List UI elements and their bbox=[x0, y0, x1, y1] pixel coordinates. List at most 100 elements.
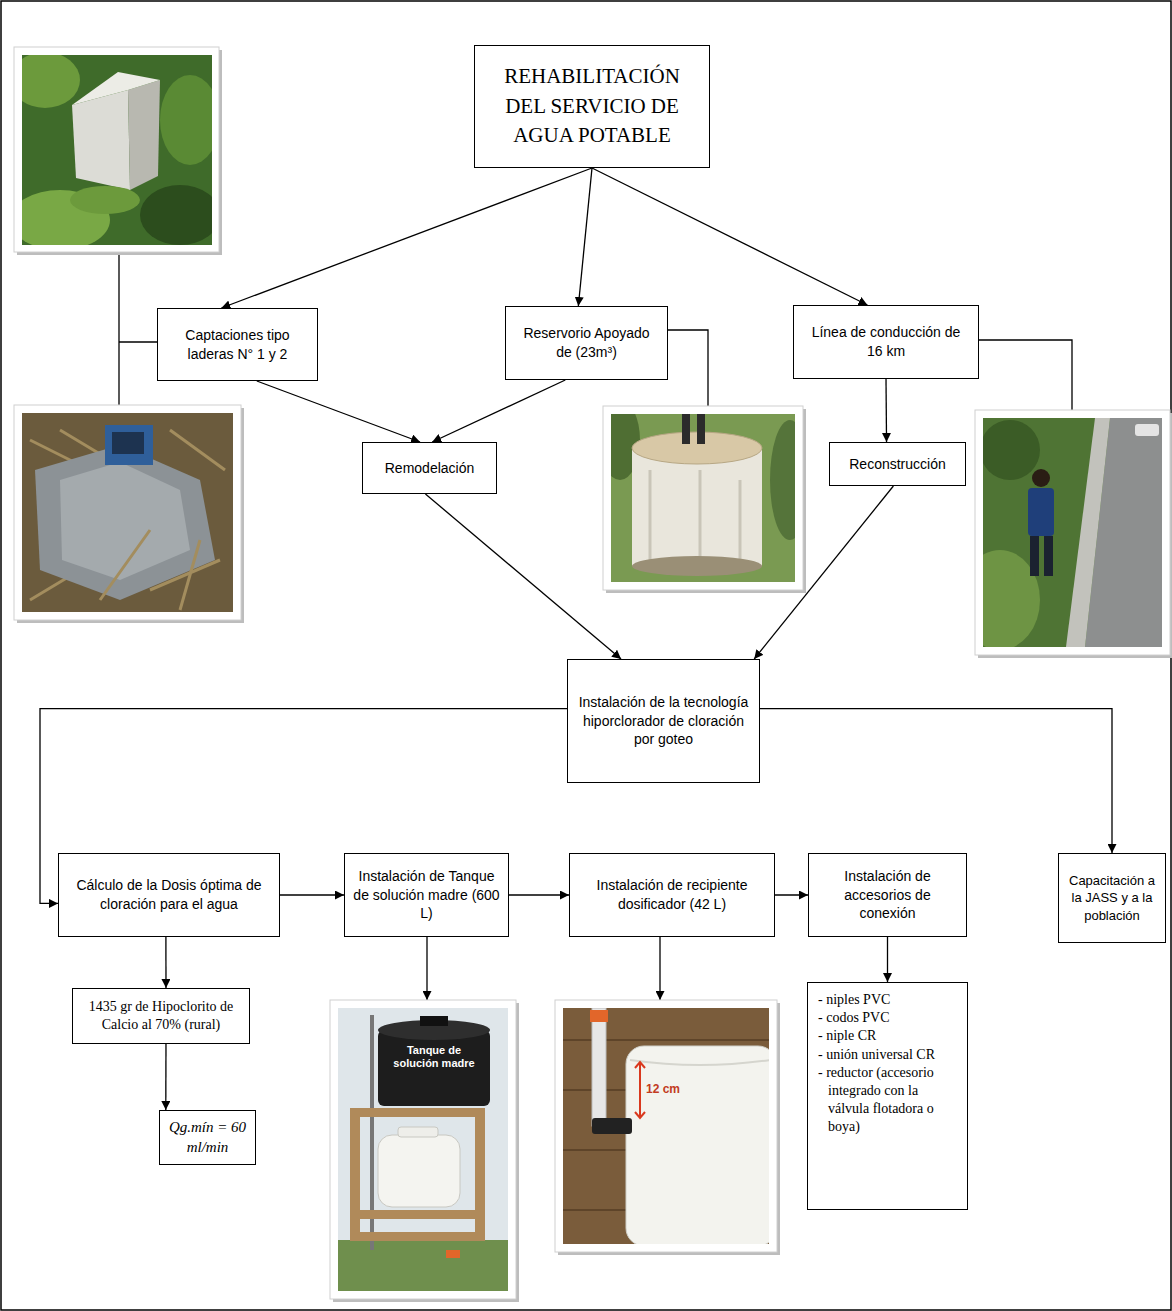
photo-frame bbox=[555, 1000, 777, 1252]
action-box: Remodelación bbox=[362, 442, 497, 494]
leaves bbox=[983, 420, 1040, 480]
flow-arrow bbox=[280, 894, 344, 895]
photo-shadow bbox=[558, 1003, 780, 1255]
node-text: Línea de conducción de 16 km bbox=[802, 323, 970, 361]
step-box: Instalación de Tanque de solución madre … bbox=[344, 853, 509, 937]
leader-line bbox=[668, 330, 708, 406]
title-box: REHABILITACIÓN DEL SERVICIO DE AGUA POTA… bbox=[474, 45, 710, 168]
person-leg bbox=[1044, 536, 1053, 576]
sky bbox=[338, 1008, 508, 1291]
straw bbox=[100, 530, 200, 610]
node-text: Captaciones tipo laderas N° 1 y 2 bbox=[166, 326, 309, 364]
valve-box bbox=[112, 432, 144, 454]
flow-arrow bbox=[578, 168, 592, 306]
flow-arrow bbox=[509, 894, 569, 895]
pallets bbox=[350, 1108, 485, 1241]
result-box: 1435 gr de Hipoclorito de Calcio al 70% … bbox=[72, 988, 250, 1044]
flow-arrow bbox=[165, 937, 166, 988]
person-leg bbox=[697, 414, 705, 444]
leader-line bbox=[119, 341, 157, 342]
flow-arrow bbox=[754, 486, 893, 659]
pallet bbox=[350, 1210, 485, 1219]
node-text: Reservorio Apoyado de (23m³) bbox=[514, 324, 659, 362]
node-text: REHABILITACIÓN DEL SERVICIO DE AGUA POTA… bbox=[485, 62, 699, 150]
photo-reservorio bbox=[600, 400, 810, 593]
photo-shadow bbox=[17, 408, 244, 623]
container-cap bbox=[398, 1127, 438, 1137]
pipe bbox=[592, 1008, 606, 1126]
step-box: Instalación de recipiente dosificador (4… bbox=[569, 853, 775, 937]
node-text: Capacitación a la JASS y a la población bbox=[1063, 872, 1161, 925]
leaves bbox=[140, 185, 212, 245]
reservoir-body bbox=[632, 448, 762, 566]
node-text: Instalación de accesorios de conexión bbox=[817, 867, 958, 924]
concrete-block bbox=[128, 80, 160, 190]
formula-box: Qg.mín = 60 ml/min bbox=[159, 1110, 256, 1165]
dimension-label: 12 cm bbox=[646, 1082, 706, 1096]
dry-grass bbox=[22, 413, 233, 612]
leader-line bbox=[118, 252, 119, 405]
step-box: Instalación de accesorios de conexión bbox=[808, 853, 967, 937]
flow-arrow bbox=[760, 709, 1112, 853]
valve bbox=[590, 1010, 608, 1022]
step-box: Capacitación a la JASS y a la población bbox=[1058, 853, 1166, 943]
concrete-block bbox=[72, 90, 130, 190]
person-body bbox=[1028, 488, 1054, 536]
list-box: - niples PVC- codos PVC- niple CR- unión… bbox=[807, 982, 968, 1210]
flow-arrow bbox=[221, 168, 592, 308]
person-head bbox=[1032, 469, 1050, 487]
node-text: Remodelación bbox=[371, 459, 488, 478]
photo-frame bbox=[330, 1000, 516, 1299]
node-text: 1435 gr de Hipoclorito de Calcio al 70% … bbox=[81, 998, 241, 1034]
photo-captacion-2 bbox=[14, 405, 244, 623]
container-rim bbox=[630, 1060, 769, 1065]
photo-tanque bbox=[330, 1000, 519, 1302]
node-text: Reconstrucción bbox=[838, 455, 957, 474]
photo-label: Tanque de solución madre bbox=[384, 1044, 484, 1069]
tank-lid bbox=[420, 1016, 448, 1026]
photo-shadow bbox=[333, 1003, 519, 1302]
flow-arrow bbox=[592, 168, 867, 305]
process-box: Reservorio Apoyado de (23m³) bbox=[505, 306, 668, 380]
container-body bbox=[626, 1046, 769, 1244]
leaves bbox=[22, 55, 80, 108]
person-leg bbox=[1030, 536, 1039, 576]
flow-arrow bbox=[885, 379, 887, 442]
photo-arrow bbox=[426, 937, 427, 1000]
process-box: Línea de conducción de 16 km bbox=[793, 305, 979, 379]
concrete-slab bbox=[60, 462, 190, 580]
process-box: Captaciones tipo laderas N° 1 y 2 bbox=[157, 308, 318, 381]
leaves bbox=[70, 186, 140, 214]
reservoir-base bbox=[632, 556, 762, 576]
tank bbox=[378, 1030, 490, 1106]
dimension-line bbox=[635, 1062, 645, 1118]
photo-linea-conduccion bbox=[960, 410, 1172, 658]
leaves bbox=[160, 75, 212, 165]
node-text: - niples PVC bbox=[818, 991, 957, 1009]
node-text: Cálculo de la Dosis óptima de cloración … bbox=[67, 876, 271, 914]
leader-line bbox=[979, 340, 1072, 410]
node-text: - reductor (accesorio integrado con la v… bbox=[818, 1064, 957, 1137]
bush bbox=[770, 420, 795, 540]
photo-arrow bbox=[659, 937, 660, 1000]
flow-arrow bbox=[257, 381, 420, 442]
pallet bbox=[350, 1108, 485, 1117]
flow-arrow bbox=[432, 380, 565, 442]
node-text: - codos PVC bbox=[818, 1009, 957, 1027]
flow-arrow bbox=[425, 494, 621, 659]
pallet bbox=[350, 1117, 360, 1241]
photo-recipiente bbox=[555, 1000, 780, 1255]
curb bbox=[1066, 418, 1110, 647]
concrete-block bbox=[72, 72, 160, 105]
valve-box bbox=[105, 425, 153, 465]
node-text: - unión universal CR bbox=[818, 1046, 957, 1064]
grass bbox=[338, 1240, 508, 1291]
node-text: - niple CR bbox=[818, 1027, 957, 1045]
node-text: Instalación de la tecnología hiporclorad… bbox=[576, 693, 751, 750]
elbow-fitting bbox=[592, 1118, 632, 1134]
valve bbox=[446, 1250, 460, 1258]
person-leg bbox=[682, 414, 690, 444]
node-text: Qg.mín = 60 ml/min bbox=[168, 1117, 247, 1158]
